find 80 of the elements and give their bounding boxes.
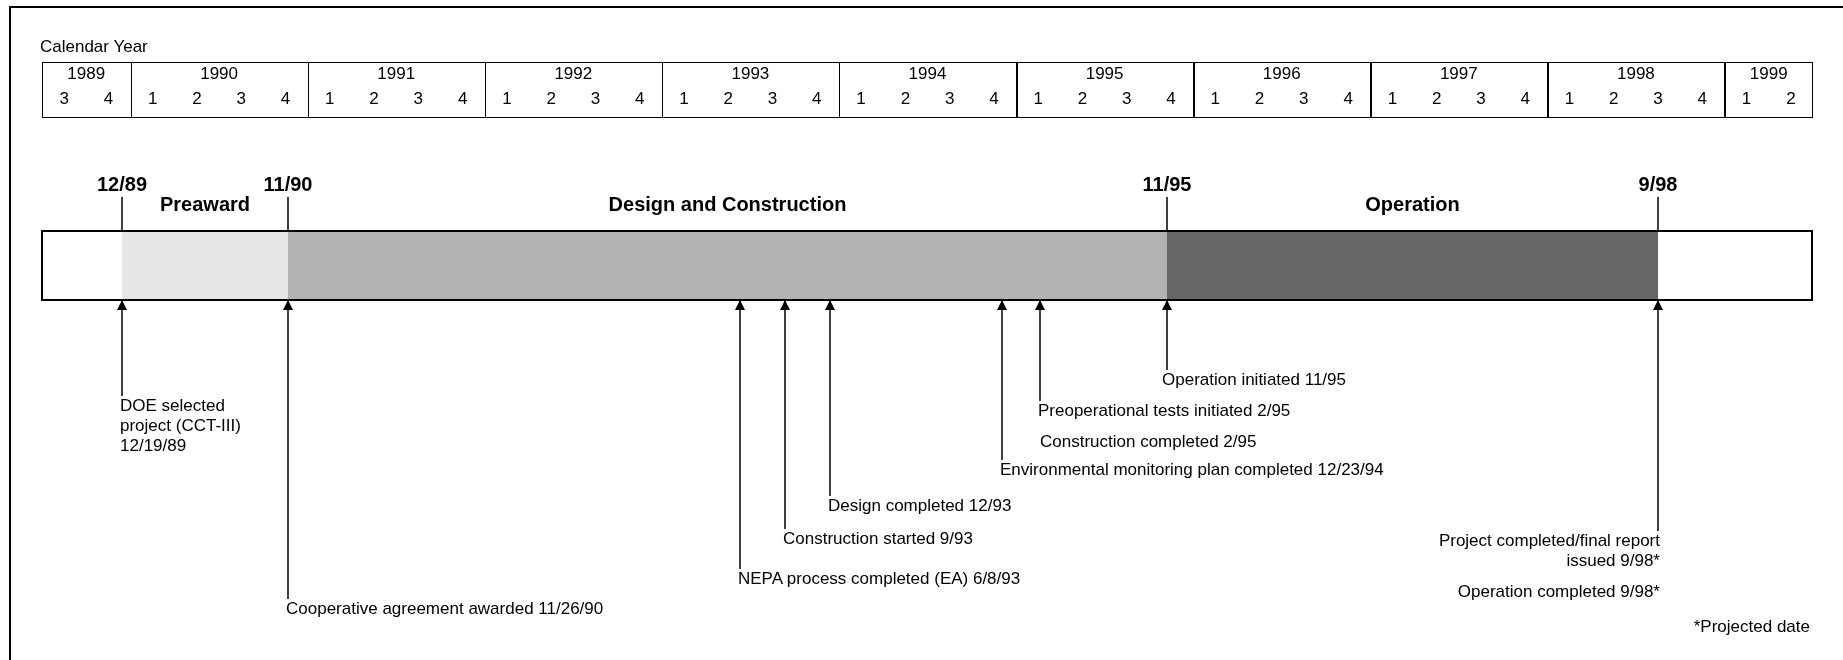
quarter-label: 2 (723, 89, 733, 109)
quarter-label: 2 (192, 89, 202, 109)
arrow (997, 300, 1007, 461)
arrow (1162, 300, 1172, 371)
quarter-label: 4 (1343, 89, 1353, 109)
quarter-label: 1 (325, 89, 335, 109)
milestone-label: Preoperational tests initiated 2/95 (1038, 401, 1291, 421)
quarter-label: 2 (1609, 89, 1619, 109)
quarter-label: 1 (1033, 89, 1043, 109)
quarter-label: 3 (236, 89, 246, 109)
milestone-label: Operation initiated 11/95 (1162, 370, 1346, 390)
milestone-label: Construction started 9/93 (783, 529, 973, 549)
year-label: 1999 (1749, 64, 1788, 84)
quarter-label: 1 (1741, 89, 1752, 109)
quarter-label: 2 (1786, 89, 1796, 109)
quarter-label: 3 (1299, 89, 1309, 109)
year-label: 1992 (554, 64, 593, 84)
milestone-label: Project completed/final report issued 9/98* (1410, 531, 1660, 571)
quarter-label: 4 (989, 89, 999, 109)
arrow (117, 300, 127, 397)
phase-label: Preaward (159, 193, 251, 215)
year-label: 1993 (731, 64, 770, 84)
date-label: 9/98 (1638, 173, 1678, 195)
milestone-label: Design completed 12/93 (828, 496, 1012, 516)
quarter-label: 1 (147, 89, 158, 109)
quarter-label: 3 (1653, 89, 1663, 109)
date-label: 11/90 (263, 173, 313, 195)
quarter-label: 1 (1564, 89, 1575, 109)
quarter-label: 2 (369, 89, 379, 109)
quarter-label: 4 (634, 89, 645, 109)
quarter-label: 1 (1387, 89, 1398, 109)
quarter-label: 3 (1122, 89, 1132, 109)
quarter-label: 4 (812, 89, 822, 109)
year-label: 1995 (1085, 64, 1124, 84)
milestone-label: DOE selected project (CCT-III) 12/19/89 (120, 396, 270, 456)
year-label: 1998 (1617, 64, 1655, 84)
year-label: 1989 (67, 64, 106, 84)
arrow (1035, 300, 1045, 402)
quarter-label: 4 (1166, 89, 1176, 109)
milestone-label: Construction completed 2/95 (1040, 432, 1257, 452)
quarter-label: 1 (1210, 89, 1220, 109)
arrow (780, 300, 790, 530)
arrow (825, 300, 835, 497)
arrow (1653, 300, 1663, 532)
arrow (735, 300, 745, 570)
quarter-label: 3 (944, 89, 955, 109)
footnote: *Projected date (1693, 617, 1810, 637)
milestone-label: Cooperative agreement awarded 11/26/90 (286, 599, 604, 619)
quarter-label: 4 (1697, 89, 1708, 109)
quarter-label: 4 (280, 89, 291, 109)
axis-title: Calendar Year (40, 37, 148, 57)
phase-label: Design and Construction (608, 193, 847, 215)
quarter-label: 1 (856, 89, 866, 109)
year-label: 1990 (200, 64, 238, 84)
quarter-label: 4 (1520, 89, 1530, 109)
quarter-label: 3 (413, 89, 424, 109)
quarter-label: 1 (679, 89, 689, 109)
year-label: 1997 (1439, 64, 1478, 84)
quarter-label: 3 (59, 89, 69, 109)
quarter-label: 2 (1431, 89, 1442, 109)
quarter-label: 2 (1077, 89, 1088, 109)
quarter-label: 2 (546, 89, 556, 109)
phase-label: Operation (1365, 193, 1460, 215)
quarter-label: 1 (502, 89, 512, 109)
date-label: 11/95 (1142, 173, 1192, 195)
quarter-label: 3 (590, 89, 601, 109)
quarter-label: 2 (900, 89, 911, 109)
milestone-label: Environmental monitoring plan completed 12/23/94 (1000, 460, 1384, 480)
year-label: 1996 (1262, 64, 1301, 84)
quarter-label: 3 (767, 89, 778, 109)
arrow (283, 300, 293, 600)
year-label: 1991 (377, 64, 416, 84)
quarter-label: 4 (103, 89, 114, 109)
date-label: 12/89 (96, 173, 148, 195)
year-label: 1994 (908, 64, 947, 84)
milestone-label: Operation completed 9/98* (1457, 582, 1660, 602)
quarter-label: 3 (1476, 89, 1486, 109)
quarter-label: 2 (1254, 89, 1265, 109)
milestone-label: NEPA process completed (EA) 6/8/93 (738, 569, 1021, 589)
quarter-label: 4 (457, 89, 468, 109)
